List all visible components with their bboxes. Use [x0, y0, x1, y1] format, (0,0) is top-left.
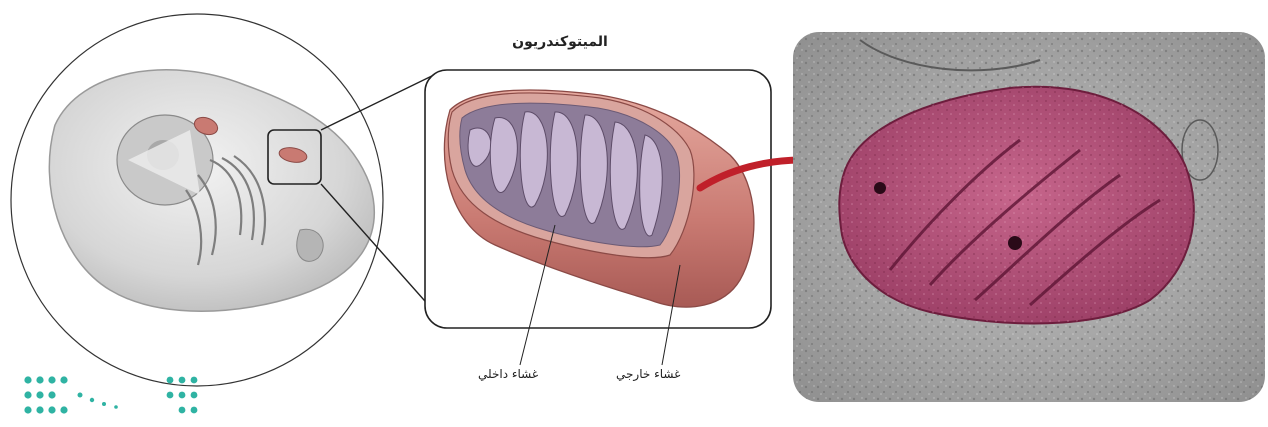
label-outer-membrane: غشاء خارجي — [616, 367, 680, 381]
mitochondrion-panel — [425, 70, 771, 365]
electron-micrograph — [793, 32, 1265, 402]
label-inner-membrane: غشاء داخلي — [478, 367, 538, 381]
cell-illustration — [11, 14, 383, 386]
logo-dots — [24, 376, 197, 413]
diagram-title: الميتوكندريون — [510, 34, 610, 50]
